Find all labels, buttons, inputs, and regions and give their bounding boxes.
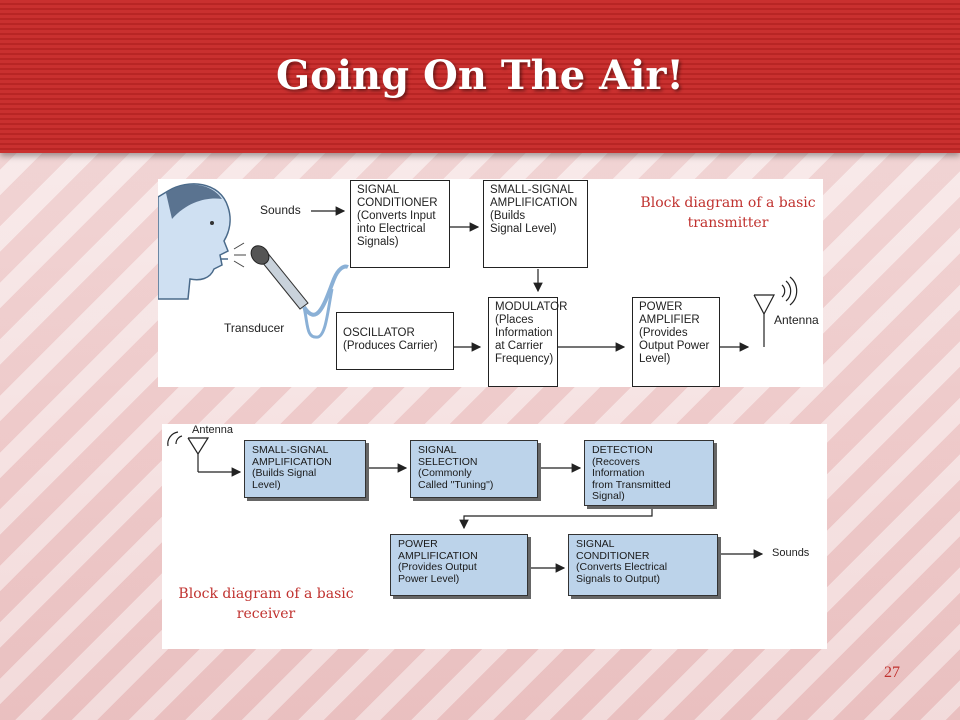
tx-oscillator-block: OSCILLATOR (Produces Carrier): [336, 312, 454, 370]
title-banner: [0, 0, 960, 153]
tx-modulator-block: MODULATOR (Places Information at Carrier…: [488, 297, 567, 387]
transducer-label: Transducer: [224, 321, 285, 335]
receiver-caption: Block diagram of a basic receiver: [178, 586, 354, 622]
transmit-antenna-icon: [753, 276, 798, 347]
rx-signal-selection-block: SIGNAL SELECTION (Commonly Called "Tunin…: [410, 440, 538, 498]
tx-signal-conditioner-block: SIGNAL CONDITIONER (Converts Input into …: [350, 180, 450, 268]
transmitter-caption: Block diagram of a basic transmitter: [640, 195, 816, 231]
sounds-label: Sounds: [260, 203, 301, 217]
rx-small-signal-amplification-block: SMALL-SIGNAL AMPLIFICATION (Builds Signa…: [244, 440, 366, 498]
receiver-diagram: Antenna Sounds SMALL-SIGNAL AMPLIFICATIO…: [162, 424, 827, 649]
transmitter-wiring: [158, 183, 798, 352]
microphone-icon: [250, 245, 349, 339]
rx-detection-block: DETECTION (Recovers Information from Tra…: [584, 440, 714, 506]
rx-signal-conditioner-block: SIGNAL CONDITIONER (Converts Electrical …: [568, 534, 718, 596]
receiver-wiring: [167, 431, 764, 573]
tx-power-amplifier-block: POWER AMPLIFIER (Provides Output Power L…: [632, 297, 720, 387]
receive-antenna-label: Antenna: [192, 424, 233, 436]
sound-waves-icon: [233, 242, 246, 268]
transmitter-diagram: Sounds Transducer Antenna SIGNAL CONDITI…: [158, 179, 823, 387]
page-number: 27: [884, 664, 900, 681]
receive-sounds-label: Sounds: [772, 547, 810, 559]
receive-antenna-icon: [167, 431, 210, 472]
tx-small-signal-amplification-block: SMALL-SIGNAL AMPLIFICATION (Builds Signa…: [483, 180, 588, 268]
transmit-antenna-label: Antenna: [774, 313, 819, 327]
slide-title: Going On The Air!: [276, 52, 684, 99]
speaker-head-icon: [158, 183, 231, 300]
rx-power-amplification-block: POWER AMPLIFICATION (Provides Output Pow…: [390, 534, 528, 596]
